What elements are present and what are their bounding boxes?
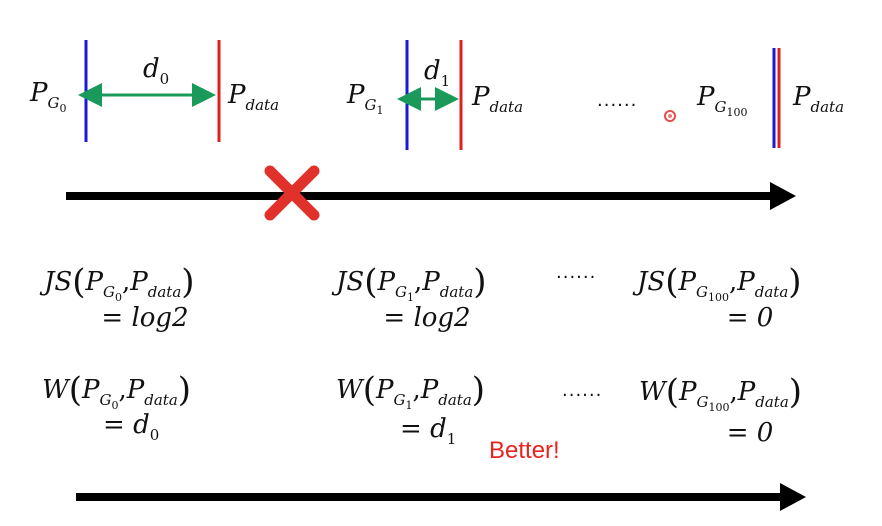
label-pdata-100: Pdata [793,82,845,116]
label-pg0: PG0 [30,78,67,115]
better-label: Better! [489,437,560,464]
js-result-g1: = log2 [383,303,471,333]
label-pg1: PG1 [347,80,384,117]
w-result-g1: = d1 [400,414,457,448]
w-result-g100: = 0 [726,418,774,448]
js-result-g100: = 0 [726,303,774,333]
x-cross-icon [264,165,320,221]
label-d0: d0 [143,54,170,88]
bottom-arrowhead [780,483,806,511]
pointer-dot-icon [664,110,676,122]
label-pdata-0: Pdata [228,80,280,114]
w-expr-g100: W(PG100,Pdata) [639,372,803,414]
label-pdata-1: Pdata [472,82,524,116]
label-d1: d1 [424,56,451,90]
w-result-g0: = d0 [103,410,160,444]
top-arrowhead [770,182,796,210]
js-expr-g1: JS(PG1,Pdata) [336,262,487,304]
top-ellipsis: ...... [597,90,638,111]
js-result-g0: = log2 [101,303,189,333]
w-expr-g1: W(PG1,Pdata) [336,370,486,412]
label-pg100: PG100 [697,82,748,119]
w-expr-g0: W(PG0,Pdata) [42,370,192,412]
w-ellipsis: ...... [562,380,603,401]
js-ellipsis: ...... [556,262,597,283]
js-expr-g0: JS(PG0,Pdata) [44,262,195,304]
js-expr-g100: JS(PG100,Pdata) [637,262,802,304]
